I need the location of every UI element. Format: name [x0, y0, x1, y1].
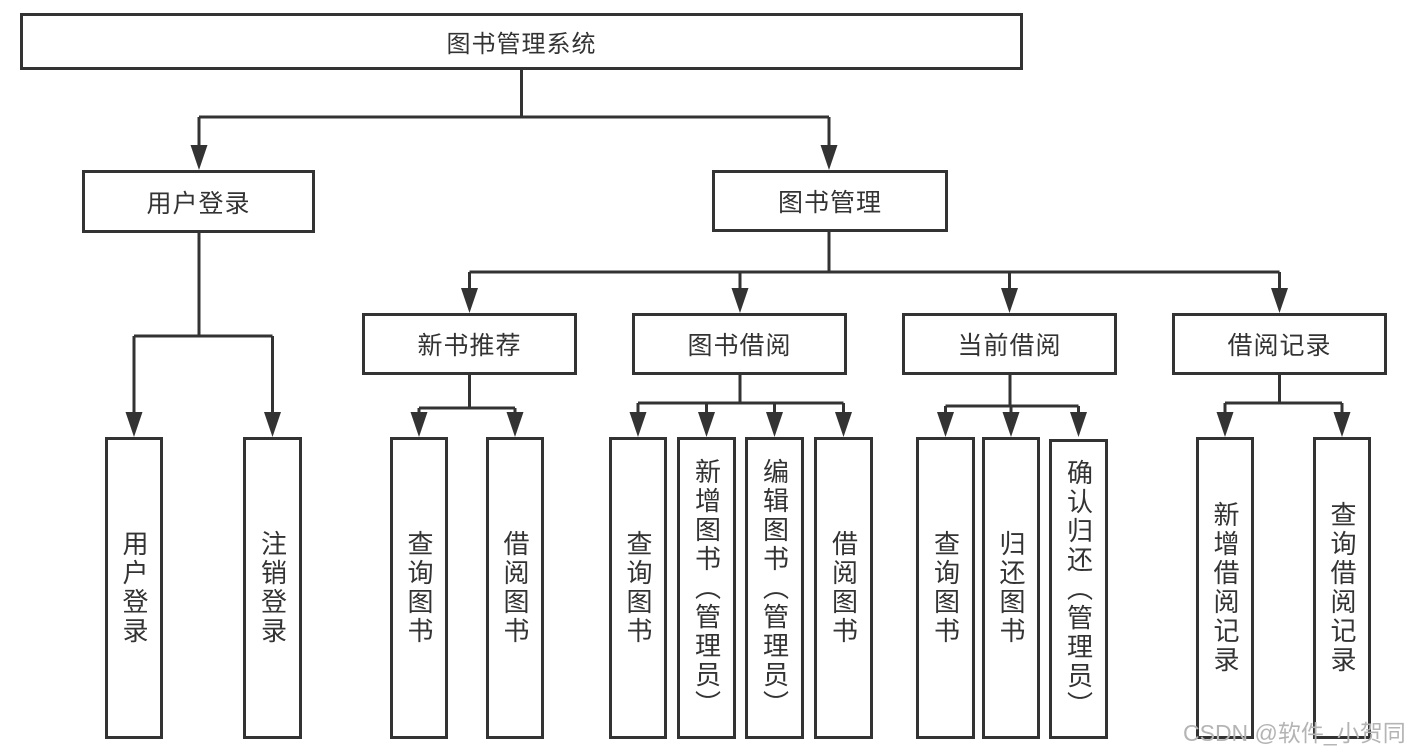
- node-book-management-label: 图书管理: [777, 189, 882, 217]
- node-current-borrow-label: 当前借阅: [957, 332, 1062, 360]
- node-book-borrow-label: 图书借阅: [687, 332, 792, 360]
- leaf-add-borrow-record-label: 新增借阅记录: [1210, 501, 1240, 675]
- leaf-return-book: 归还图书: [982, 437, 1040, 739]
- node-current-borrow: 当前借阅: [902, 313, 1117, 375]
- node-root-system-label: 图书管理系统: [446, 31, 597, 58]
- leaf-query-book-2: 查询图书: [609, 437, 667, 739]
- leaf-add-book-admin: 新增图书（管理员）: [677, 437, 736, 739]
- node-borrow-record: 借阅记录: [1172, 313, 1387, 375]
- leaf-add-book-admin-label: 新增图书（管理员）: [691, 457, 722, 719]
- node-book-borrow: 图书借阅: [632, 313, 847, 375]
- leaf-return-book-label: 归还图书: [996, 530, 1026, 646]
- leaf-query-book-3-label: 查询图书: [930, 530, 961, 646]
- leaf-user-login: 用户登录: [105, 437, 163, 739]
- leaf-query-book-1: 查询图书: [390, 437, 448, 739]
- csdn-watermark: CSDN @软件_小贺同学: [1183, 720, 1405, 746]
- leaf-edit-book-admin: 编辑图书（管理员）: [745, 437, 804, 739]
- node-book-management: 图书管理: [712, 170, 948, 232]
- leaf-query-book-3: 查询图书: [916, 437, 975, 739]
- node-user-login: 用户登录: [82, 170, 315, 233]
- leaf-borrow-book-2: 借阅图书: [814, 437, 873, 739]
- node-root-system: 图书管理系统: [20, 13, 1023, 70]
- node-new-book-recommend-label: 新书推荐: [417, 332, 522, 360]
- node-borrow-record-label: 借阅记录: [1227, 332, 1332, 360]
- leaf-confirm-return-admin-label: 确认归还（管理员）: [1063, 458, 1094, 720]
- leaf-confirm-return-admin: 确认归还（管理员）: [1049, 439, 1108, 739]
- leaf-borrow-book-2-label: 借阅图书: [828, 530, 859, 646]
- leaf-edit-book-admin-label: 编辑图书（管理员）: [759, 457, 790, 719]
- leaf-logout-label: 注销登录: [257, 530, 288, 646]
- leaf-query-borrow-record: 查询借阅记录: [1313, 437, 1371, 739]
- leaf-query-borrow-record-label: 查询借阅记录: [1327, 501, 1357, 675]
- leaf-user-login-label: 用户登录: [119, 530, 149, 646]
- leaf-borrow-book-1: 借阅图书: [486, 437, 544, 739]
- leaf-query-book-1-label: 查询图书: [404, 530, 434, 646]
- node-new-book-recommend: 新书推荐: [362, 313, 577, 375]
- leaf-query-book-2-label: 查询图书: [623, 530, 653, 646]
- node-user-login-label: 用户登录: [146, 189, 251, 218]
- arrowhead-icons: [125, 145, 1351, 437]
- leaf-borrow-book-1-label: 借阅图书: [500, 530, 530, 646]
- leaf-add-borrow-record: 新增借阅记录: [1196, 437, 1254, 739]
- leaf-logout: 注销登录: [243, 437, 302, 739]
